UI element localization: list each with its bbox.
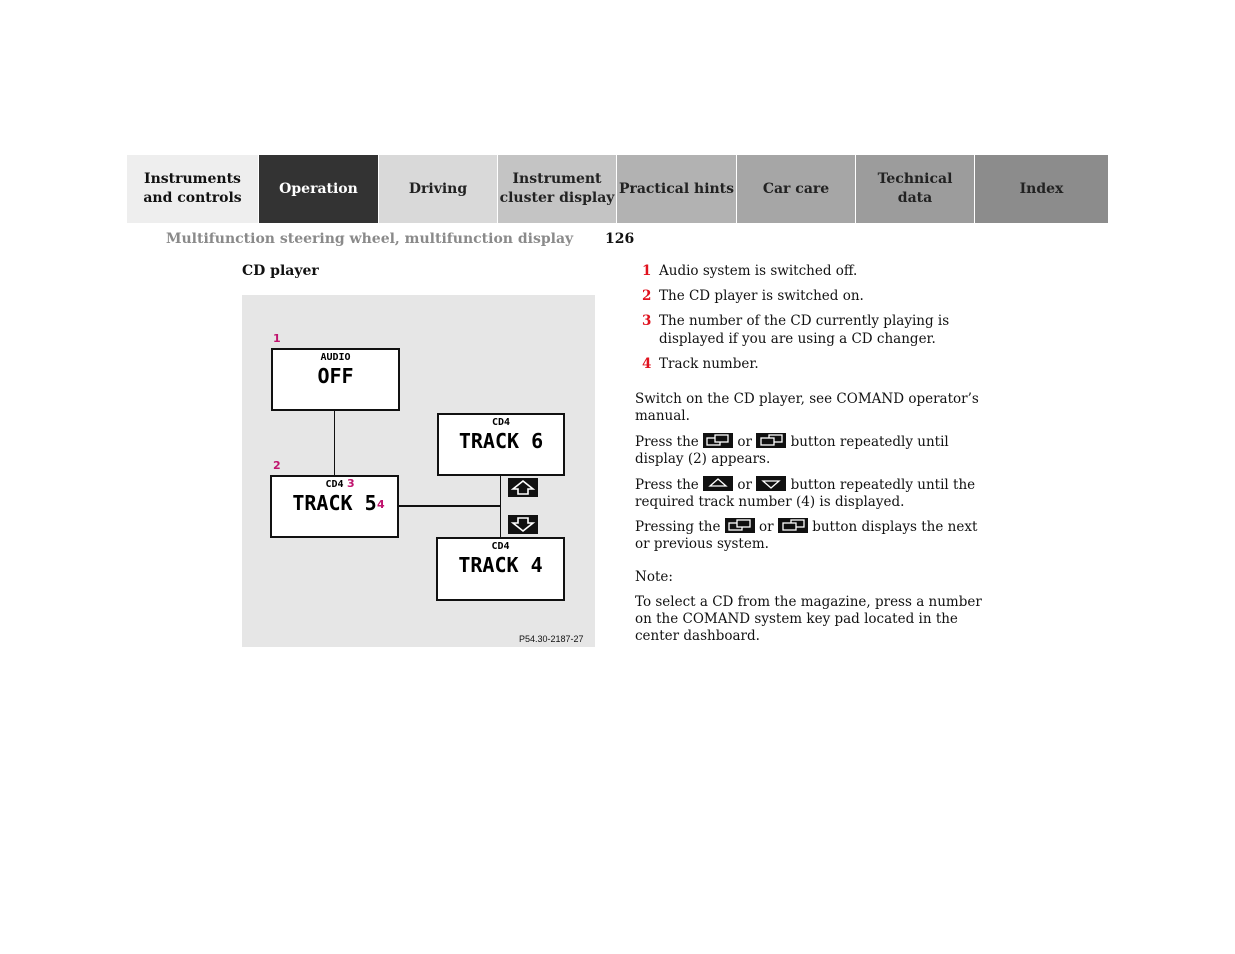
display-big-text: TRACK 4	[458, 553, 543, 577]
tab-index[interactable]: Index	[975, 155, 1108, 223]
item-text: Track number.	[659, 356, 759, 372]
callout-legend-list: 1 Audio system is switched off. 2 The CD p…	[642, 262, 1002, 380]
display-big-text: TRACK 6	[458, 429, 544, 453]
display-big-text: TRACK 5	[292, 491, 377, 515]
tab-label: Instrument cluster display	[499, 171, 615, 206]
connector-line	[334, 411, 335, 475]
paragraph-press-track: Press the or button repeatedly until the…	[635, 476, 995, 511]
item-text: Audio system is switched off.	[659, 263, 858, 279]
item-text: The number of the CD currently playing i…	[659, 313, 950, 347]
tab-driving[interactable]: Driving	[379, 155, 498, 223]
text: or	[737, 434, 752, 450]
text: button repeatedly until display (2) appe…	[635, 434, 949, 467]
arrow-up-button-icon	[703, 476, 734, 491]
section-title: CD player	[242, 263, 319, 279]
system-next-button-icon	[756, 433, 787, 448]
system-next-button-icon	[777, 518, 808, 533]
item-number: 3	[642, 313, 652, 329]
callout-4: 4	[377, 498, 385, 511]
breadcrumb: Multifunction steering wheel, multifunct…	[166, 231, 574, 247]
text: Press the	[635, 434, 699, 450]
item-number: 1	[642, 263, 652, 279]
display-track-5: CD4 TRACK 5	[270, 475, 399, 538]
paragraph-switch-on: Switch on the CD player, see COMAND oper…	[635, 391, 979, 424]
display-small-text: CD4	[491, 417, 511, 428]
connector-line	[398, 505, 500, 507]
tab-practical-hints[interactable]: Practical hints	[617, 155, 737, 223]
display-small-text: CD4	[325, 479, 344, 490]
arrow-down-button-icon	[508, 515, 538, 534]
section-tabs: Instruments and controls Operation Drivi…	[127, 155, 1108, 223]
callout-2: 2	[273, 459, 281, 472]
text: button displays the next or previous sys…	[635, 519, 978, 552]
tab-operation[interactable]: Operation	[259, 155, 379, 223]
list-item: 1 Audio system is switched off.	[642, 262, 1002, 280]
text: or	[737, 477, 752, 493]
figure-id: P54.30-2187-27	[519, 634, 584, 644]
display-track-6: CD4 TRACK 6	[437, 413, 565, 476]
cd-player-figure: 1 AUDIO OFF 2 CD4 TRACK 5 3 4 CD4 TRACK …	[242, 295, 595, 647]
callout-3: 3	[347, 477, 355, 490]
display-track-4: CD4 TRACK 4	[436, 537, 565, 601]
display-audio-off: AUDIO OFF	[271, 348, 400, 411]
paragraph-pressing-system: Pressing the or button displays the next…	[635, 518, 995, 553]
item-number: 2	[642, 288, 652, 304]
paragraph-press-system: Press the or button repeatedly until dis…	[635, 433, 995, 468]
tab-label: Instruments and controls	[143, 171, 242, 206]
item-text: The CD player is switched on.	[659, 288, 864, 304]
tab-label: Driving	[408, 180, 468, 197]
system-prev-button-icon	[724, 518, 755, 533]
display-small-text: AUDIO	[320, 352, 351, 363]
display-big-text: OFF	[317, 364, 354, 388]
tab-label: Technical data	[877, 171, 953, 206]
text: Pressing the	[635, 519, 721, 535]
display-small-text: CD4	[491, 541, 510, 552]
list-item: 3 The number of the CD currently playing …	[642, 312, 1002, 348]
arrow-up-button-icon	[508, 478, 538, 497]
item-number: 4	[642, 356, 652, 372]
tab-technical-data[interactable]: Technical data	[856, 155, 975, 223]
text: button repeatedly until the required tra…	[635, 477, 976, 510]
page-number: 126	[605, 231, 635, 247]
note-text: To select a CD from the magazine, press …	[635, 594, 982, 644]
tab-label: Index	[1019, 180, 1064, 197]
tab-label: Practical hints	[618, 180, 735, 197]
tab-car-care[interactable]: Car care	[737, 155, 856, 223]
list-item: 2 The CD player is switched on.	[642, 287, 1002, 305]
tab-instruments-and-controls[interactable]: Instruments and controls	[127, 155, 259, 223]
tab-instrument-cluster-display[interactable]: Instrument cluster display	[498, 155, 617, 223]
text: or	[759, 519, 774, 535]
tab-label: Car care	[762, 180, 830, 197]
tab-label: Operation	[279, 180, 358, 197]
system-prev-button-icon	[703, 433, 734, 448]
arrow-down-button-icon	[756, 476, 787, 491]
list-item: 4 Track number.	[642, 355, 1002, 373]
callout-1: 1	[273, 332, 281, 345]
connector-line	[500, 475, 501, 537]
note-label: Note:	[635, 569, 673, 585]
text: Press the	[635, 477, 699, 493]
